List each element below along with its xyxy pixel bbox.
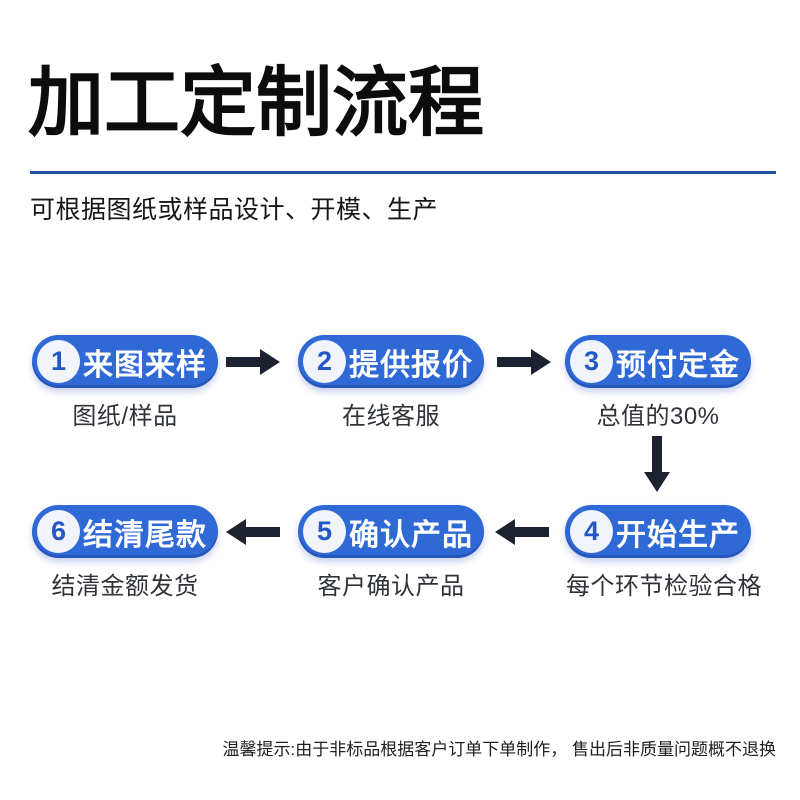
step-2-number: 2	[316, 346, 333, 376]
arrow-head	[495, 519, 515, 545]
step-pill-1: 1 来图来样	[32, 335, 218, 388]
step-pill-4: 4 开始生产	[565, 505, 751, 558]
step-pill-3: 3 预付定金	[565, 335, 751, 388]
step-6-label: 结清尾款	[83, 518, 207, 552]
step-2-label: 提供报价	[349, 348, 473, 382]
arrow-shaft	[515, 527, 549, 537]
step-3-label: 预付定金	[616, 348, 740, 382]
arrow-head	[260, 349, 280, 375]
step-3-number-badge: 3	[570, 340, 613, 383]
step-1-number-badge: 1	[37, 340, 80, 383]
page-title: 加工定制流程	[28, 61, 484, 146]
arrow-shaft	[226, 357, 260, 367]
step-1-label: 来图来样	[83, 348, 207, 382]
arrow-right-icon	[226, 349, 280, 375]
step-pill-6: 6 结清尾款	[32, 505, 218, 558]
arrow-head	[226, 519, 246, 545]
arrow-right-icon	[497, 349, 551, 375]
step-2-number-badge: 2	[303, 340, 346, 383]
step-4-number-badge: 4	[570, 510, 613, 553]
step-3-caption: 总值的30%	[596, 403, 720, 430]
step-4-caption: 每个环节检验合格	[566, 573, 762, 600]
arrow-shaft	[246, 527, 280, 537]
step-5-label: 确认产品	[349, 518, 473, 552]
step-5-number-badge: 5	[303, 510, 346, 553]
step-4-number: 4	[583, 516, 600, 546]
step-6-caption: 结清金额发货	[51, 573, 199, 600]
step-5-number: 5	[316, 516, 333, 546]
arrow-left-icon	[226, 519, 280, 545]
step-6-number-badge: 6	[37, 510, 80, 553]
arrow-head	[531, 349, 551, 375]
step-1-number: 1	[50, 346, 67, 376]
step-3-number: 3	[583, 346, 600, 376]
arrow-shaft	[652, 436, 662, 472]
step-pill-5: 5 确认产品	[298, 505, 484, 558]
footer-note: 温馨提示:由于非标品根据客户订单下单制作， 售出后非质量问题概不退换	[222, 740, 776, 759]
step-pill-2: 2 提供报价	[298, 335, 484, 388]
title-divider	[30, 171, 776, 174]
step-6-number: 6	[50, 516, 67, 546]
arrow-down-icon	[644, 436, 670, 492]
arrow-left-icon	[495, 519, 549, 545]
arrow-shaft	[497, 357, 531, 367]
page-subtitle: 可根据图纸或样品设计、开模、生产	[30, 196, 439, 224]
step-4-label: 开始生产	[616, 518, 740, 552]
step-2-caption: 在线客服	[342, 403, 440, 430]
arrow-head	[644, 472, 670, 492]
step-1-caption: 图纸/样品	[72, 403, 178, 430]
step-5-caption: 客户确认产品	[317, 573, 465, 600]
